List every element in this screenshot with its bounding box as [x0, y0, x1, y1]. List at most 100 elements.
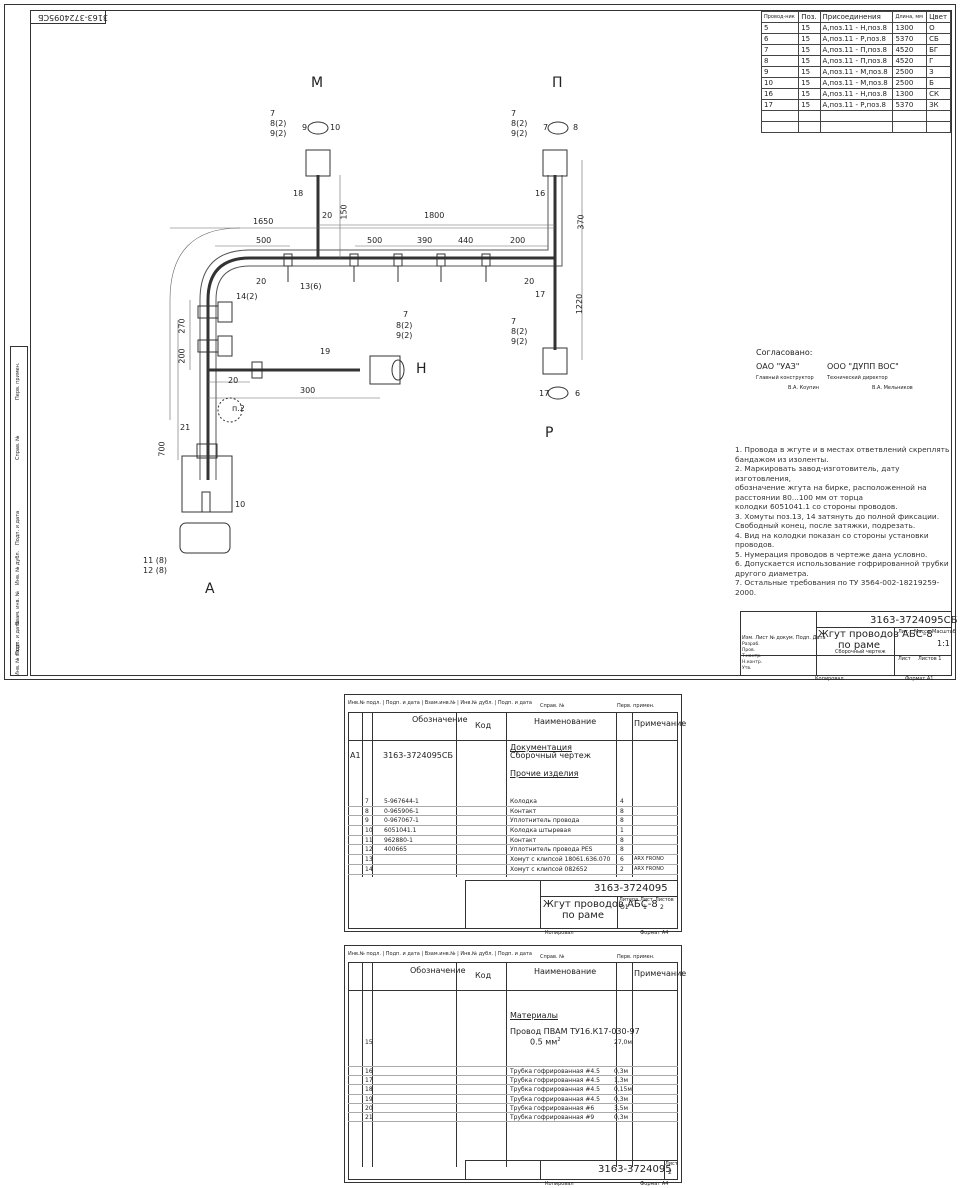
callout-r7: 7	[511, 317, 517, 326]
spec1-item-note: ARX FRONO	[634, 865, 664, 872]
dim-20b: 20	[524, 277, 535, 286]
main-trunk	[206, 175, 557, 480]
spec1-item-pos: 13	[365, 856, 373, 864]
approval-org2: ООО "ДУПП ВОС"	[827, 362, 899, 371]
dim-1220: 1220	[575, 293, 585, 315]
callout-p7b: 7	[543, 123, 549, 132]
wire-table-cell: 7	[760, 44, 800, 56]
dim-270: 270	[177, 318, 187, 334]
spec1-lit: Литера	[619, 897, 639, 903]
wire-table-cell: А,поз.11 - Р,поз.8	[819, 99, 894, 111]
spec2-item-qty: 27,0м	[614, 1039, 632, 1046]
view-label-m: М	[311, 75, 324, 91]
callout-p8: 8(2)	[511, 119, 528, 128]
spec2-item-pos: 15	[365, 1039, 373, 1046]
callout-m9b: 9	[302, 123, 308, 132]
spec2-item-qty: 3,5м	[614, 1104, 629, 1112]
spec2-wire-size: 0.5 мм2	[530, 1037, 561, 1047]
assembly-drawing-sheet	[4, 4, 956, 680]
spec1-item-name: Хомут с клипсой 082652	[510, 865, 588, 873]
spec2-col-name: Наименование	[534, 967, 597, 976]
spec2-item-name: Трубка гофрированная #4.5	[510, 1077, 600, 1085]
spec1-item-code: 0-965906-1	[384, 807, 419, 815]
spec1-item-code: 5-967644-1	[384, 798, 419, 805]
spec1-item-code: 962880-1	[384, 836, 413, 844]
spec2-first-use: Перв. примен.	[617, 954, 655, 960]
spec1-title-name2: по раме	[562, 910, 605, 921]
wire-table-cell: Г	[926, 55, 951, 67]
title-block-mass: Масса	[914, 629, 930, 635]
title-block-rows: Изм. Лист № докум. Подп. Дата	[742, 635, 826, 641]
dim-200b: 200	[177, 348, 187, 364]
spec1-sb: 3163-3724095СБ	[383, 751, 453, 760]
spec1-col-code: Код	[475, 721, 492, 730]
spec1-item-qty: 8	[620, 817, 624, 825]
wire-table-cell: 1300	[892, 88, 928, 100]
title-block-scale: 1:1	[937, 639, 950, 648]
wire-table-cell: 9	[760, 66, 800, 78]
technical-notes: 1. Провода в жгуте и в местах ответвлени…	[735, 445, 955, 597]
view-label-a: А	[205, 581, 215, 597]
wire-table-cell: 1300	[892, 22, 928, 34]
spec1-item-code: 6051041.1	[384, 827, 417, 835]
approval-role2: Технический директор	[827, 375, 888, 381]
spec1-sb-name: Сборочный чертеж	[510, 751, 591, 760]
title-block-format: Формат А1	[905, 676, 934, 682]
dim-700: 700	[157, 441, 167, 457]
note-line: 2. Маркировать завод-изготовитель, дату …	[735, 464, 900, 483]
spec1-item-name: Хомут с клипсой 18061.636.070	[510, 856, 611, 864]
wire-table-cell: 4520	[892, 55, 928, 67]
wire-table-cell: 15	[798, 44, 821, 56]
spec-sheet-2	[344, 945, 682, 1183]
title-block-lit: Лит.	[898, 629, 910, 635]
wire-table-cell: 8	[760, 55, 800, 67]
title-block-name1: Жгут проводов АБС-8	[818, 629, 933, 640]
callout-p7: 7	[511, 109, 517, 118]
callout-n8: 8(2)	[396, 321, 413, 330]
note-line: 5. Нумерация проводов в чертеже дана усл…	[735, 549, 928, 559]
spec-sheet-1	[344, 694, 682, 932]
spec2-col-code: Код	[475, 971, 492, 980]
dim-1650: 1650	[253, 217, 274, 226]
spec2-item-qty: 1,3м	[614, 1077, 629, 1085]
wire-table-cell: 16	[760, 88, 800, 100]
spec2-title-block	[465, 1160, 678, 1180]
spec2-header: Инв.№ подл. | Подп. и дата | Взам.инв.№ …	[348, 951, 532, 957]
callout-m7: 7	[270, 109, 276, 118]
wire-table-cell: 15	[798, 77, 821, 89]
wire-col-conn: Присоединения	[819, 11, 894, 23]
spec1-title-code: 3163-3724095	[594, 883, 668, 894]
note-line: колодки 6051041.1 со стороны проводов.	[735, 502, 898, 511]
callout-p8b: 8	[573, 123, 579, 132]
wire-table-cell: А,поз.11 - П,поз.8	[819, 55, 894, 67]
spec1-title-block	[465, 880, 678, 929]
spec2-item-pos: 17	[365, 1077, 373, 1085]
callout-m8: 8(2)	[270, 119, 287, 128]
wire-col-pos: Поз.	[798, 11, 821, 23]
view-label-r: Р	[545, 425, 554, 441]
callout-r6: 6	[575, 389, 581, 398]
spec2-item-qty: 0,3м	[614, 1095, 629, 1103]
harness-drawing	[169, 121, 583, 554]
callout-n7: 7	[403, 310, 409, 319]
spec2-col-designation: Обозначение	[410, 966, 466, 975]
spec1-item-qty: 1	[620, 827, 624, 835]
callout-m10: 10	[330, 123, 341, 132]
spec2-item-pos: 18	[365, 1086, 373, 1094]
drawing-inner-frame	[30, 10, 952, 676]
dim-20d: 20	[322, 211, 333, 220]
spec2-sec-mat: Материалы	[510, 1011, 558, 1020]
